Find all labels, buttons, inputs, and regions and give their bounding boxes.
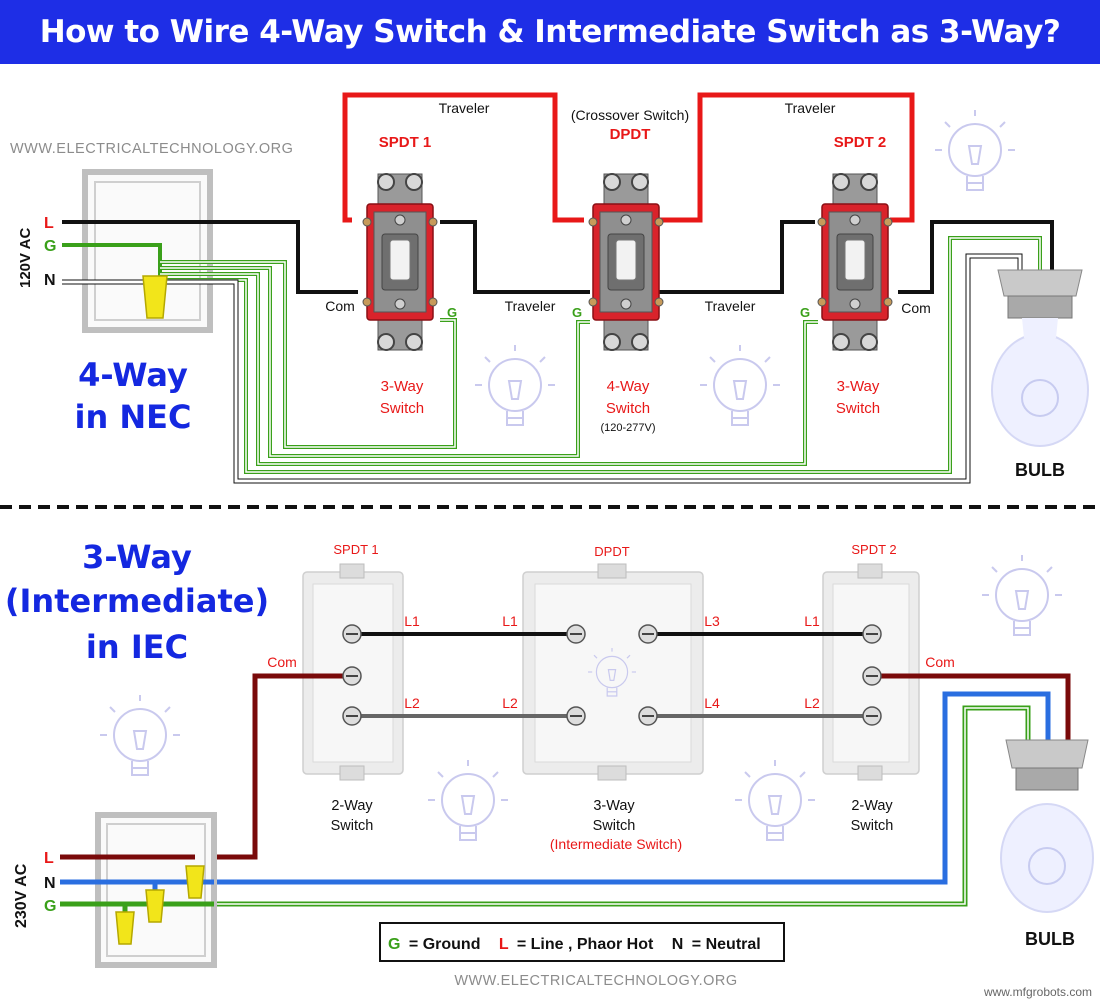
iec-switch-type-spdt1: SPDT 1 <box>333 542 378 557</box>
legend-n-text: = Neutral <box>692 936 761 953</box>
iec-switch-name-spdt2-l1: 2-Way <box>851 798 893 814</box>
label-s2-l1: L1 <box>804 613 820 629</box>
line-wire-supply <box>62 220 358 294</box>
label-s2-com: Com <box>925 654 955 670</box>
switch-name-spdt2-l1: 3-Way <box>837 378 880 395</box>
switch-name-dpdt-l2: Switch <box>606 400 650 417</box>
neutral-wire-iec <box>60 691 1051 885</box>
iec-switch-type-dpdt: DPDT <box>594 544 629 559</box>
label-com-right: Com <box>901 300 931 316</box>
neutral-wire-nec <box>62 253 1023 484</box>
heading-iec-line2: (Intermediate) <box>5 582 269 620</box>
switch-spdt2-nec <box>817 173 893 351</box>
switch-name-spdt2-l2: Switch <box>836 400 880 417</box>
label-ground-g1: G <box>447 305 457 320</box>
legend-l-key: L <box>499 936 509 953</box>
website-label-top: WWW.ELECTRICALTECHNOLOGY.ORG <box>10 141 293 157</box>
iec-supply-label-g: G <box>44 898 56 915</box>
wire-nut-icon <box>115 911 135 945</box>
switch-type-spdt1: SPDT 1 <box>379 134 432 151</box>
traveler-wire-bottom-left <box>440 220 590 294</box>
bulb-watermark-icon <box>699 344 781 426</box>
label-traveler-top-right: Traveler <box>785 100 836 116</box>
legend-n-key: N <box>672 936 684 953</box>
switch-rating-dpdt: (120-277V) <box>600 422 655 434</box>
iec-switch-name-dpdt-l2: Switch <box>593 818 636 834</box>
heading-iec-line3: in IEC <box>86 628 188 666</box>
label-ground-g3: G <box>800 305 810 320</box>
wire-nut-icon <box>145 889 165 923</box>
title-bar <box>0 0 1100 64</box>
iec-switch-name-dpdt-l1: 3-Way <box>593 798 635 814</box>
bulb-watermark-icon <box>99 694 181 776</box>
wire-nut-icon <box>185 865 205 899</box>
legend-g-key: G <box>388 936 400 953</box>
label-d-l2: L2 <box>502 695 518 711</box>
legend-g-text: = Ground <box>409 936 481 953</box>
label-traveler-top-left: Traveler <box>439 100 490 116</box>
label-traveler-mid-right: Traveler <box>705 298 756 314</box>
iec-switch-name-spdt1-l2: Switch <box>331 818 374 834</box>
heading-nec-line2: in NEC <box>74 398 191 436</box>
switch-name-spdt1-l2: Switch <box>380 400 424 417</box>
switch-name-spdt1-l1: 3-Way <box>381 378 424 395</box>
com-wire-spdt1-iec <box>195 673 352 860</box>
iec-supply-label-l: L <box>44 850 54 867</box>
bulb-icon <box>991 269 1089 447</box>
switch-type-dpdt: DPDT <box>610 126 651 143</box>
iec-switch-name-spdt1-l1: 2-Way <box>331 798 373 814</box>
bulb-watermark-icon <box>474 344 556 426</box>
label-ground-g2: G <box>572 305 582 320</box>
switch-spdt1-nec <box>362 173 438 351</box>
wire-nut-icon <box>142 275 168 319</box>
page-title: How to Wire 4-Way Switch & Intermediate … <box>39 14 1061 50</box>
switch-plate-dpdt-iec <box>522 563 704 781</box>
label-s1-l2: L2 <box>404 695 420 711</box>
traveler-wire-left <box>342 92 584 223</box>
supply-label-n: N <box>44 272 56 289</box>
heading-iec-line1: 3-Way <box>82 538 192 576</box>
switch-type-spdt2: SPDT 2 <box>834 134 887 151</box>
supply-label-g: G <box>44 238 56 255</box>
ground-wire-iec <box>60 705 1031 907</box>
bulb-icon <box>1000 739 1094 913</box>
label-d-l4: L4 <box>704 695 720 711</box>
legend: G = Ground L = Line , Phaor Hot N = Neut… <box>388 936 761 953</box>
label-s1-com: Com <box>267 654 297 670</box>
label-s1-l1: L1 <box>404 613 420 629</box>
label-com-left: Com <box>325 298 355 314</box>
switch-name-dpdt-l1: 4-Way <box>607 378 650 395</box>
iec-switch-type-spdt2: SPDT 2 <box>851 542 896 557</box>
website-label-bottom: WWW.ELECTRICALTECHNOLOGY.ORG <box>454 973 737 989</box>
line-wire-to-bulb <box>898 220 1054 294</box>
iec-switch-name-dpdt-l3: (Intermediate Switch) <box>550 836 682 852</box>
supply-voltage-nec: 120V AC <box>17 228 34 288</box>
label-traveler-mid-left: Traveler <box>505 298 556 314</box>
label-s2-l2: L2 <box>804 695 820 711</box>
bulb-watermark-icon <box>934 109 1016 191</box>
supply-voltage-iec: 230V AC <box>13 863 30 928</box>
watermark: www.mfgrobots.com <box>983 985 1092 999</box>
legend-box <box>379 922 785 962</box>
bulb-label-nec: BULB <box>1015 460 1065 480</box>
heading-nec-line1: 4-Way <box>78 356 188 394</box>
legend-l-text: = Line , Phaor Hot <box>517 936 654 953</box>
switch-dpdt-nec <box>588 173 664 351</box>
bulb-watermark-icon <box>427 759 509 841</box>
bulb-label-iec: BULB <box>1025 929 1075 949</box>
label-crossover: (Crossover Switch) <box>571 107 689 123</box>
traveler-wire-right <box>658 92 915 223</box>
iec-switch-name-spdt2-l2: Switch <box>851 818 894 834</box>
bulb-watermark-icon <box>734 759 816 841</box>
bulb-watermark-icon <box>981 554 1063 636</box>
traveler-wire-bottom-right <box>658 220 815 294</box>
iec-supply-label-n: N <box>44 875 56 892</box>
com-wire-spdt2-iec <box>872 673 1071 744</box>
ground-wires-nec <box>62 236 1042 474</box>
supply-label-l: L <box>44 215 54 232</box>
label-d-l3: L3 <box>704 613 720 629</box>
wiring-diagram: WWW.ELECTRICALTECHNOLOGY.ORG 120V AC L G… <box>0 92 1100 999</box>
label-d-l1: L1 <box>502 613 518 629</box>
